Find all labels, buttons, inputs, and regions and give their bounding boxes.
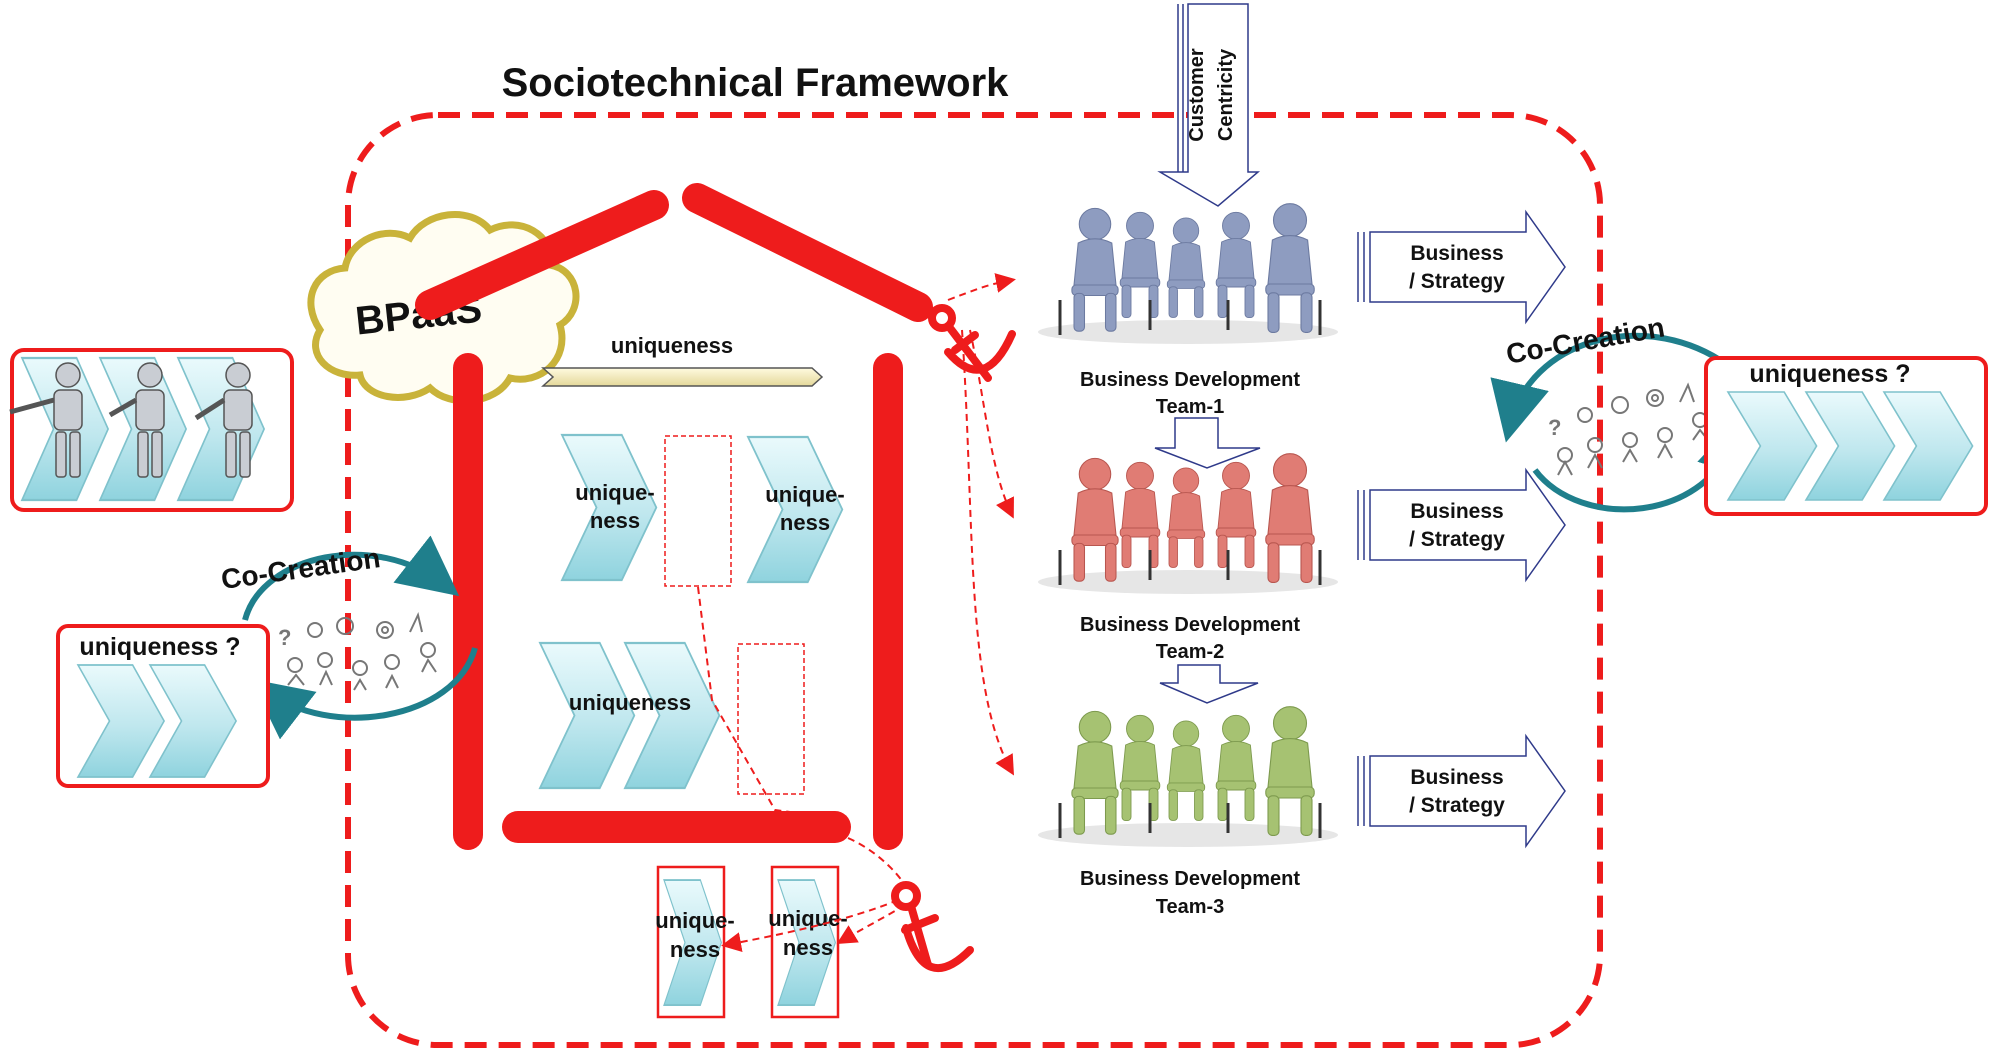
customer-centricity-arrow: Customer Centricity [1157,3,1261,207]
chevron-label-line2: ness [780,510,830,535]
team-1-group: Business Development Team-1 [1038,203,1338,418]
customer-centricity-line1: Customer [1186,48,1208,142]
chevron-top-left: unique- ness [560,433,658,582]
anchor-icon [928,304,1016,382]
chevron-label-line2: ness [590,508,640,533]
team-2-label-line1: Business Development [1080,614,1300,636]
svg-text:?: ? [1548,415,1561,440]
team-1-label-line1: Business Development [1080,369,1300,391]
business-line2: / Strategy [1409,270,1505,293]
robot-icon [108,362,165,478]
business-strategy-arrow-2: Business / Strategy [1357,467,1566,583]
ideas-doodle-icon: ? [278,611,437,691]
co-creation-right: Co-Creation ? [1490,311,1755,513]
anchor-icon [891,881,974,972]
foundation-box-1: unique- ness [655,865,735,1019]
robot-icon [9,362,83,478]
chevron-label-line1: unique- [575,480,654,505]
team-3-group: Business Development Team-3 [1038,706,1338,918]
co-creation-left-label: Co-Creation [219,542,382,595]
svg-text:?: ? [278,625,291,650]
business-line2: / Strategy [1409,528,1505,551]
uniqueness-bar: uniqueness [541,333,824,387]
team-3-label-line1: Business Development [1080,868,1300,890]
foundation-label-line2: ness [670,937,720,962]
framework-boundary [345,112,1603,1048]
customer-centricity-line2: Centricity [1215,48,1237,141]
business-strategy-arrow-1: Business / Strategy [1357,209,1566,325]
team-1-label-line2: Team-1 [1156,396,1225,418]
down-arrow [1159,664,1259,704]
placeholder-box [664,435,732,587]
chevron-label-line1: unique- [765,482,844,507]
chevron-top-right: unique- ness [746,435,845,584]
ideas-doodle-icon: ? [1548,382,1709,476]
uniqueness-question-left: uniqueness ? [79,633,240,661]
business-strategy-arrow-3: Business / Strategy [1357,733,1566,849]
uniqueness-question-box-right: uniqueness ? [1704,356,1988,516]
uniqueness-bar-label: uniqueness [611,333,733,358]
foundation-label-line2: ness [783,935,833,960]
roof-right [682,183,933,322]
robot-icon [194,362,253,478]
business-line1: Business [1410,500,1503,523]
co-creation-right-label: Co-Creation [1504,311,1667,369]
foundation-label-line1: unique- [655,908,734,933]
foundation-label-line1: unique- [768,906,847,931]
connector-dashed [697,586,791,813]
roof-left [415,190,669,320]
business-line1: Business [1410,766,1503,789]
robot-chevron-box [9,348,294,512]
team-2-label-line2: Team-2 [1156,641,1225,663]
down-arrow [1154,417,1261,469]
house-structure [415,183,933,850]
business-line1: Business [1410,242,1503,265]
team-2-group: Business Development Team-2 [1038,453,1338,663]
chevron-middle-double: uniqueness [538,641,721,790]
uniqueness-question-box-left: uniqueness ? [56,624,270,788]
diagram-title: Sociotechnical Framework [502,61,1010,105]
foundation-box-2: unique- ness [768,865,848,1019]
business-line2: / Strategy [1409,794,1505,817]
chevron-label: uniqueness [569,690,691,715]
team-3-label-line2: Team-3 [1156,896,1225,918]
anchor-links [721,273,1016,952]
placeholder-box [737,643,805,795]
uniqueness-question-right: uniqueness ? [1749,360,1910,388]
